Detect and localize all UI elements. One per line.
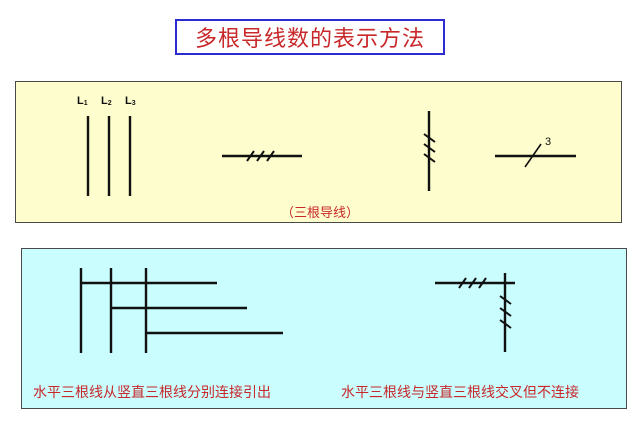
panel-three-wires [15, 81, 622, 223]
panel-wire-connections [21, 248, 627, 409]
title-box: 多根导线数的表示方法 [175, 19, 445, 55]
horizontal-slash-number-symbol [495, 143, 576, 168]
crossing-no-connection-diagram [435, 273, 515, 352]
three-wires-caption: （三根导线） [281, 206, 360, 221]
label-l2: L2 [101, 95, 112, 107]
page-title: 多根导线数的表示方法 [194, 27, 425, 52]
crossing-caption: 水平三根线与竖直三根线交叉但不连接 [341, 385, 579, 401]
vertical-three-tick-symbol [423, 111, 436, 191]
connected-branch-diagram [79, 268, 283, 353]
label-l1: L1 [77, 95, 88, 107]
connected-branch-caption: 水平三根线从竖直三根线分别连接引出 [33, 385, 271, 401]
wire-count-label: 3 [545, 136, 552, 148]
horizontal-three-tick-symbol [222, 150, 302, 162]
three-parallel-lines-symbol [86, 116, 132, 196]
label-l3: L3 [125, 95, 136, 107]
